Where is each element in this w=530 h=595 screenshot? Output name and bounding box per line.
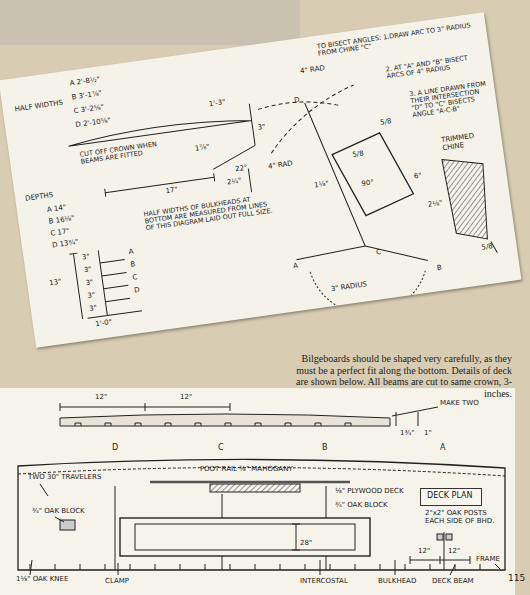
- caption: Bilgeboards should be shaped very carefu…: [290, 353, 512, 399]
- dimension-label: 12": [95, 394, 107, 402]
- dimension-label: B: [130, 261, 136, 269]
- dimension-label: C: [376, 249, 382, 257]
- dimension-label: C: [132, 274, 138, 282]
- dimension-label: 12": [448, 548, 460, 556]
- dimension-label: HALF WIDTHS OF BULKHEADS AT BOTTOM ARE M…: [143, 193, 275, 232]
- dimension-label: 12": [418, 548, 430, 556]
- dimension-label: 6": [414, 172, 423, 181]
- dimension-label: FOOT RAIL ⅜" MAHOGANY: [200, 466, 293, 474]
- dimension-label: TWO 30" TRAVELERS: [28, 474, 101, 482]
- dimension-label: 115: [508, 574, 525, 584]
- dimension-label: 17": [165, 187, 178, 196]
- dimension-label: 5/8: [481, 243, 493, 252]
- dimension-label: D: [294, 97, 300, 105]
- dimension-label: 5/8: [380, 118, 392, 127]
- dimension-label: 2"x2" OAK POSTS EACH SIDE OF BHD.: [425, 510, 505, 525]
- dimension-label: 22°: [235, 165, 248, 174]
- detail-sheet: HALF WIDTHS A 2'-8½" B 3'-1⅞" C 3'-2⅝"D 2'-…: [0, 12, 521, 348]
- dimension-label: 4" RAD: [268, 160, 294, 171]
- dimension-label: INTERCOSTAL: [300, 578, 348, 586]
- dimension-label: ¾" OAK BLOCK: [335, 502, 388, 510]
- dimension-label: 2¼": [227, 178, 242, 188]
- dimension-label: 3": [89, 305, 98, 314]
- dimension-label: HALF WIDTHS: [14, 100, 63, 114]
- box-title: DECK PLAN: [427, 492, 475, 501]
- dimension-label: D: [134, 287, 140, 295]
- dimension-label: 90°: [361, 179, 374, 188]
- dimension-label: D 2'-10⅝": [75, 117, 111, 130]
- dimension-label: B 3'-1⅞": [71, 90, 102, 102]
- dimension-label: B 16⅛": [48, 215, 75, 226]
- dimension-label: ¾" OAK BLOCK: [32, 508, 85, 516]
- dimension-label: 3" RADIUS: [330, 281, 367, 294]
- dimension-label: 1⅞": [195, 144, 210, 154]
- dimension-label: 5/8: [352, 150, 364, 159]
- dimension-label: CLAMP: [105, 578, 129, 586]
- dimension-label: A: [440, 444, 445, 453]
- dimension-label: 12": [180, 394, 192, 402]
- dimension-label: 3": [87, 292, 96, 301]
- dimension-label: DECK BEAM: [432, 578, 474, 586]
- dimension-label: CUT OFF CROWN WHEN BEAMS ARE FITTED: [79, 138, 180, 166]
- dimension-label: C: [218, 444, 224, 453]
- dimension-label: FRAME: [476, 556, 500, 564]
- dimension-label: ⅛" PLYWOOD DECK: [335, 488, 404, 496]
- dimension-label: 1⅛" OAK KNEE: [16, 576, 68, 584]
- dimension-label: 1'-0": [95, 319, 112, 329]
- dimension-label: TO BISECT ANGLES: 1.DRAW ARC TO 3" RADIU…: [317, 21, 482, 58]
- dimension-label: 2⅛": [428, 200, 443, 210]
- dimension-label: 28": [300, 540, 312, 548]
- dimension-label: 1'-3": [209, 99, 226, 109]
- dimension-label: D 13¾": [52, 239, 79, 250]
- dimension-label: DEPTHS: [25, 192, 54, 204]
- plan-title-box: DECK PLAN: [420, 488, 482, 506]
- dimension-label: B: [437, 265, 443, 273]
- dimension-label: 1⅛": [314, 181, 329, 191]
- dimension-label: 4" RAD: [300, 65, 326, 76]
- dimension-label: A: [128, 248, 134, 256]
- dimension-label: TRIMMED CHINE: [441, 130, 498, 153]
- dimension-label: A 2'-8½": [69, 76, 100, 88]
- dimension-label: 3": [85, 279, 94, 288]
- dimension-label: C 17": [50, 228, 70, 238]
- dimension-label: D: [112, 444, 118, 453]
- dimension-label: C 3'-2⅝": [73, 104, 104, 116]
- dimension-label: 2. AT "A" AND "B" BISECT ARCS OF 4" RADI…: [385, 53, 486, 81]
- dimension-label: BULKHEAD: [378, 578, 416, 586]
- dimension-label: 1": [424, 430, 432, 438]
- dimension-label: B: [322, 444, 328, 453]
- dimension-label: MAKE TWO: [440, 400, 479, 408]
- dimension-label: 13": [49, 279, 62, 288]
- dimension-label: 3": [83, 266, 92, 275]
- dimension-label: A: [293, 263, 299, 271]
- dimension-label: 3": [257, 124, 266, 133]
- dimension-label: 3": [82, 253, 91, 262]
- dimension-label: 1¾": [400, 430, 414, 438]
- dimension-label: 3. A LINE DRAWN FROM THEIR INTERSECTION …: [409, 80, 492, 119]
- dimension-label: A 14": [47, 204, 67, 214]
